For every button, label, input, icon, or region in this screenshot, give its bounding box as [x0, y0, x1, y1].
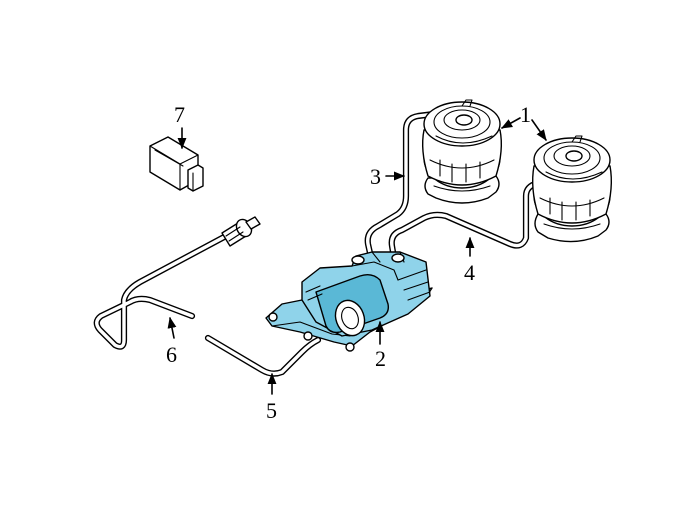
sensor-line: [93, 216, 261, 350]
callout-6: 6: [166, 342, 177, 367]
control-module: [149, 136, 204, 192]
callout-5: 5: [266, 398, 277, 423]
compressor-line: [204, 334, 322, 377]
air-spring-right: [531, 135, 613, 243]
air-line-4: [388, 177, 550, 262]
air-spring-left: [421, 99, 503, 204]
compressor-assembly: [265, 251, 433, 352]
sensor-connector: [221, 216, 261, 247]
callout-leaders: [167, 117, 547, 395]
callout-7: 7: [174, 102, 185, 127]
callout-3: 3: [370, 164, 381, 189]
callout-4: 4: [464, 260, 475, 285]
air-line-3: [364, 110, 438, 266]
callout-labels: 1 2 3 4 5 6 7: [166, 102, 531, 423]
callout-1: 1: [520, 102, 531, 127]
callout-2: 2: [375, 346, 386, 371]
